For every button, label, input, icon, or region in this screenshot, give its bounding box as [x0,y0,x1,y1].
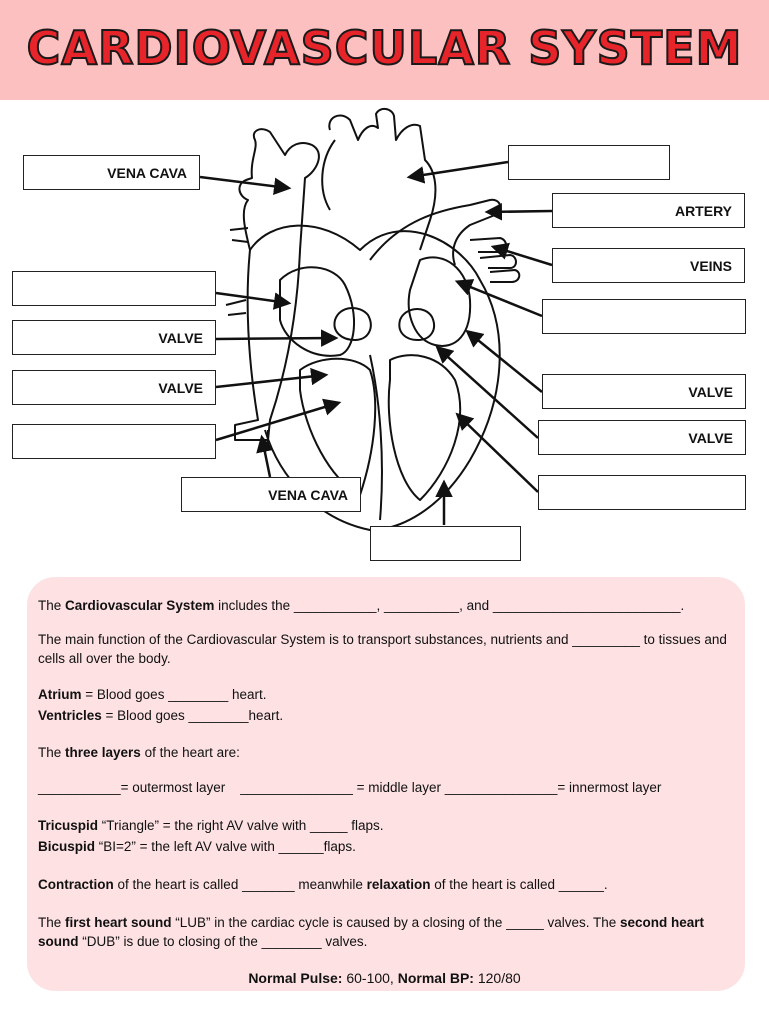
label-text: VENA CAVA [268,486,348,503]
questions-panel [27,577,745,991]
question-9: Contraction of the heart is called _____… [38,877,608,892]
label-text: ARTERY [674,202,732,219]
page-title: CARDIOVASCULAR SYSTEM [26,20,743,76]
label-box-artery[interactable]: ARTERY [552,193,745,228]
question-10: The first heart sound “LUB” in the cardi… [38,915,705,949]
label-box-valve-right-1[interactable]: VALVE [542,374,746,409]
label-text: VALVE [688,383,733,400]
label-text: VALVE [688,429,733,446]
question-1: The Cardiovascular System includes the _… [38,598,685,613]
question-6: ___________= outermost layer ___________… [38,780,662,795]
label-box-blank-right-ventricle[interactable] [12,424,216,459]
label-box-valve-right-2[interactable]: VALVE [538,420,746,455]
vitals-footer: Normal Pulse: 60-100, Normal BP: 120/80 [248,970,521,986]
question-3: Atrium = Blood goes ________ heart. [38,687,267,702]
label-box-valve-left-1[interactable]: VALVE [12,320,216,355]
label-text: VENA CAVA [107,164,187,181]
label-box-blank-left-atrium[interactable] [542,299,746,334]
label-text: VEINS [689,257,732,274]
header-banner: CARDIOVASCULAR SYSTEM [0,0,769,100]
label-box-vena-cava-superior[interactable]: VENA CAVA [23,155,200,190]
label-text: VALVE [158,379,203,396]
label-box-blank-right-atrium[interactable] [12,271,216,306]
label-box-blank-aorta[interactable] [508,145,670,180]
label-box-valve-left-2[interactable]: VALVE [12,370,216,405]
heart-diagram [199,108,553,531]
label-box-vena-cava-inferior[interactable]: VENA CAVA [181,477,361,512]
label-box-veins[interactable]: VEINS [552,248,745,283]
question-2: The main function of the Cardiovascular … [38,632,727,666]
label-box-blank-apex[interactable] [370,526,521,561]
label-text: VALVE [158,329,203,346]
question-5: The three layers of the heart are: [38,745,240,760]
label-box-blank-left-ventricle[interactable] [538,475,746,510]
question-4: Ventricles = Blood goes ________heart. [38,708,284,723]
question-7: Tricuspid “Triangle” = the right AV valv… [38,818,384,833]
question-8: Bicuspid “BI=2” = the left AV valve with… [38,839,356,854]
